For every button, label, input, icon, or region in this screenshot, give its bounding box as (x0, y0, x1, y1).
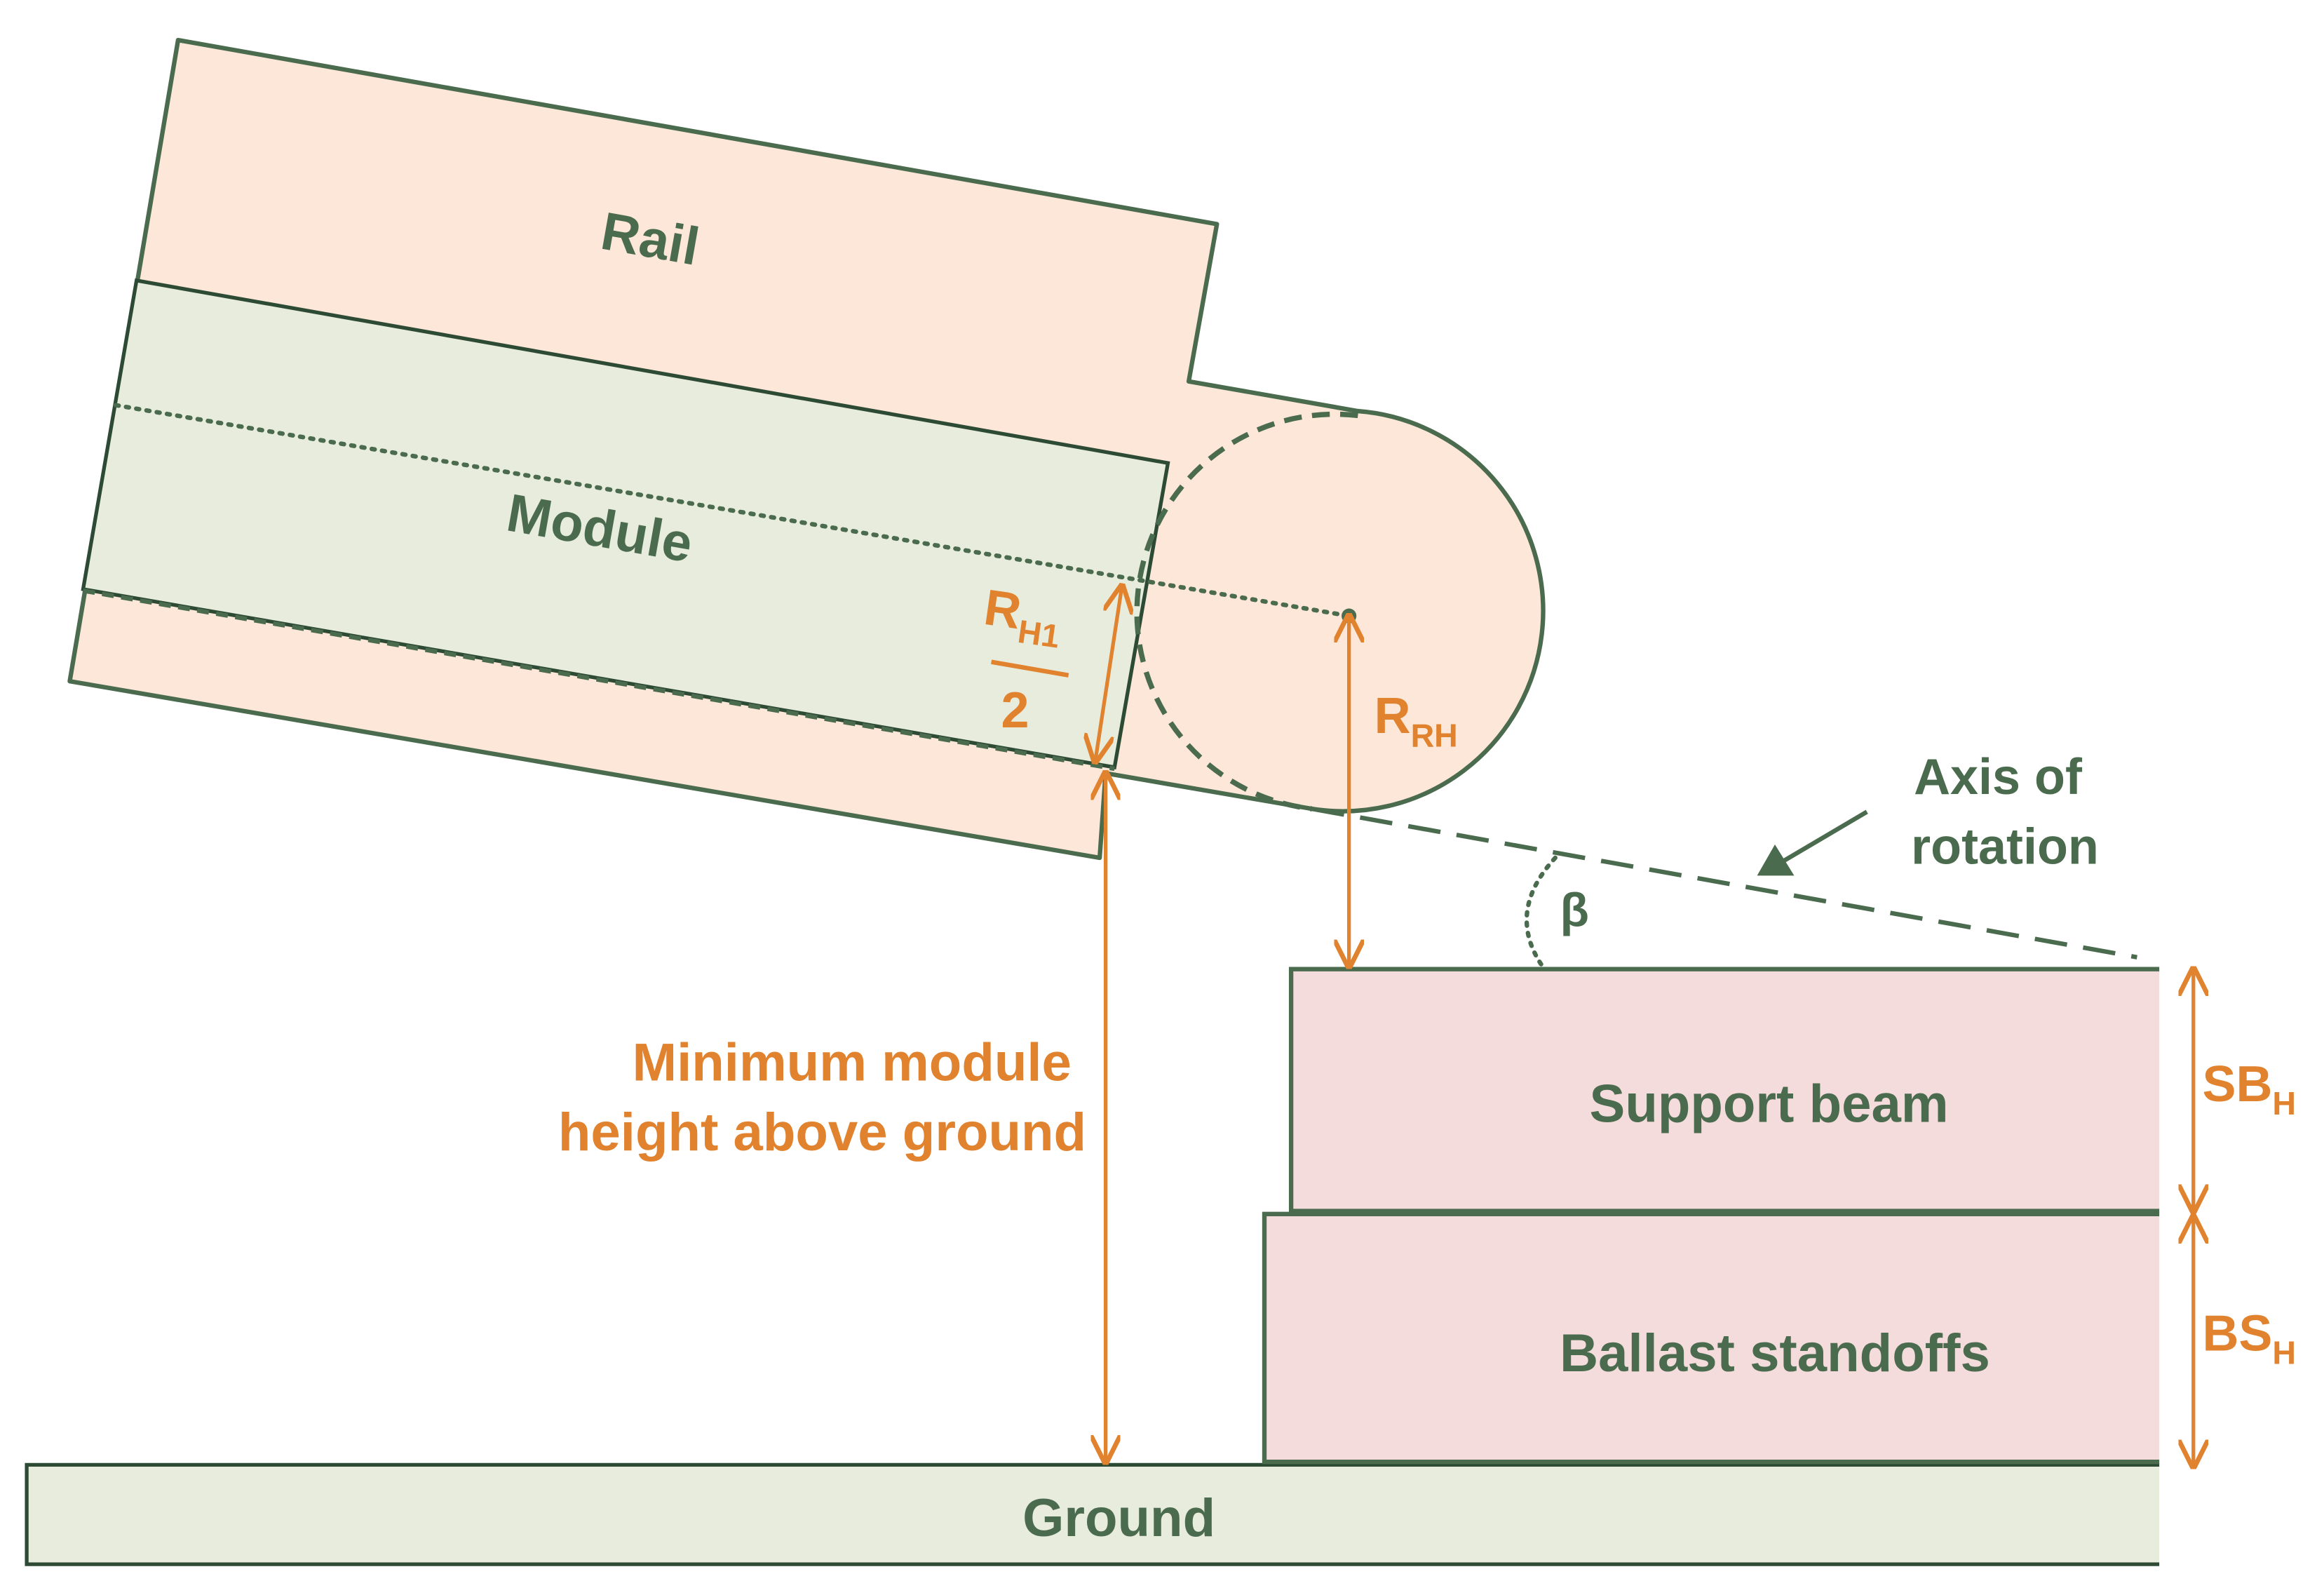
beta-angle-label: β (1560, 884, 1589, 936)
support-beam-label: Support beam (1590, 1075, 1949, 1134)
beta-angle-arc (1524, 855, 1558, 970)
rh1-half-fraction-bar (991, 659, 1069, 678)
rh1-half-label-denominator: 2 (1001, 682, 1029, 739)
axis-of-rotation-label: Axis of rotation (1911, 749, 2099, 875)
axis-pointer-head (1757, 844, 1795, 876)
axis-of-rotation-line (1311, 807, 2137, 960)
rh1-half-dimension-arrow (1095, 586, 1122, 762)
support-beam-block (1291, 969, 2160, 1211)
axis-pointer-shaft (1783, 809, 1868, 863)
support-beam-outline (1288, 967, 2160, 1213)
rrh-label: RRH (1374, 688, 1458, 753)
sbh-label: SBH (2202, 1056, 2296, 1122)
ballast-standoffs-label: Ballast standoffs (1560, 1324, 1990, 1383)
rotation-hub-dashed-arc (1134, 411, 1358, 812)
module-bottom-dashed (82, 588, 1115, 772)
module-centerline (113, 403, 1351, 619)
bsh-label: BSH (2202, 1305, 2296, 1371)
ground-slab (27, 1465, 2160, 1565)
rh1-half-label-numerator: RH1 (980, 579, 1066, 655)
ballast-standoffs-outline (1262, 1211, 2160, 1465)
min-height-label: Minimum module height above ground (558, 1032, 1086, 1162)
ground-outline (25, 1462, 2160, 1566)
ballast-standoffs-block (1264, 1213, 2160, 1462)
ground-label: Ground (1022, 1488, 1215, 1548)
